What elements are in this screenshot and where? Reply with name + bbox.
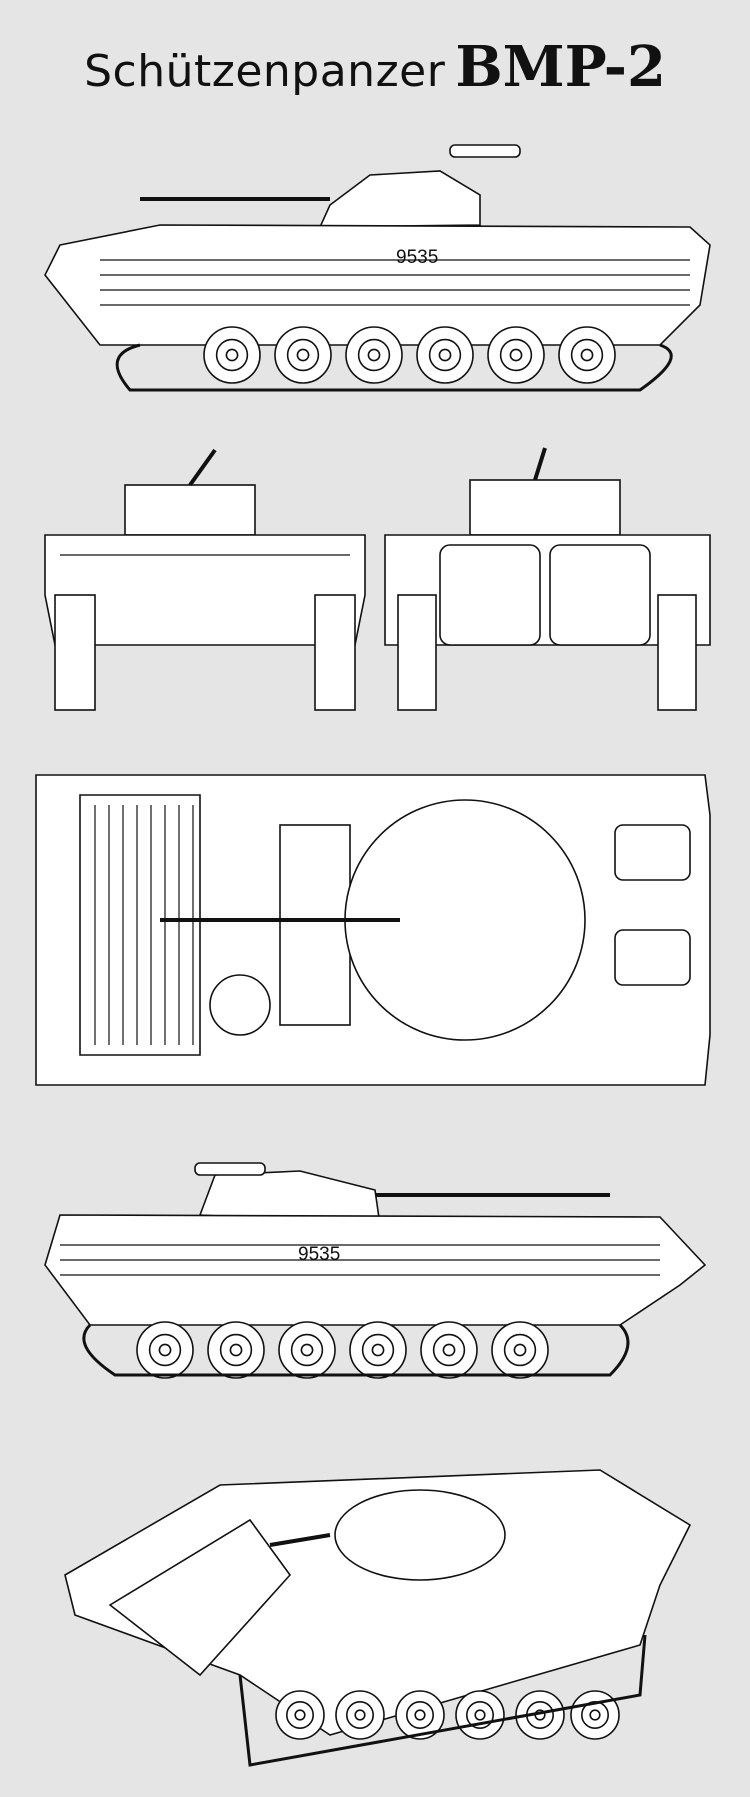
- road-wheel: [589, 1709, 601, 1721]
- road-wheel: [474, 1709, 486, 1721]
- road-wheel: [294, 1709, 306, 1721]
- hull-number: 9535: [396, 247, 438, 268]
- road-wheel: [229, 1343, 243, 1357]
- road-wheel: [300, 1343, 314, 1357]
- side-view-left: 9535: [44, 144, 711, 392]
- road-wheel: [438, 348, 452, 362]
- road-wheel: [158, 1343, 172, 1357]
- road-wheel: [442, 1343, 456, 1357]
- road-wheel: [367, 348, 381, 362]
- road-wheel: [354, 1709, 366, 1721]
- road-wheel: [296, 348, 310, 362]
- title-model: BMP-2: [455, 34, 666, 100]
- rear-view: [384, 447, 711, 711]
- perspective-view: [64, 1469, 692, 1767]
- hull-number: 9535: [298, 1244, 340, 1265]
- road-wheel: [513, 1343, 527, 1357]
- title-prefix: Schützenpanzer: [84, 46, 446, 97]
- side-view-right: 9535: [44, 1162, 707, 1379]
- front-view: [44, 448, 366, 711]
- road-wheel: [580, 348, 594, 362]
- road-wheel: [509, 348, 523, 362]
- road-wheel: [371, 1343, 385, 1357]
- top-view: [35, 774, 711, 1086]
- road-wheel: [225, 348, 239, 362]
- road-wheel: [414, 1709, 426, 1721]
